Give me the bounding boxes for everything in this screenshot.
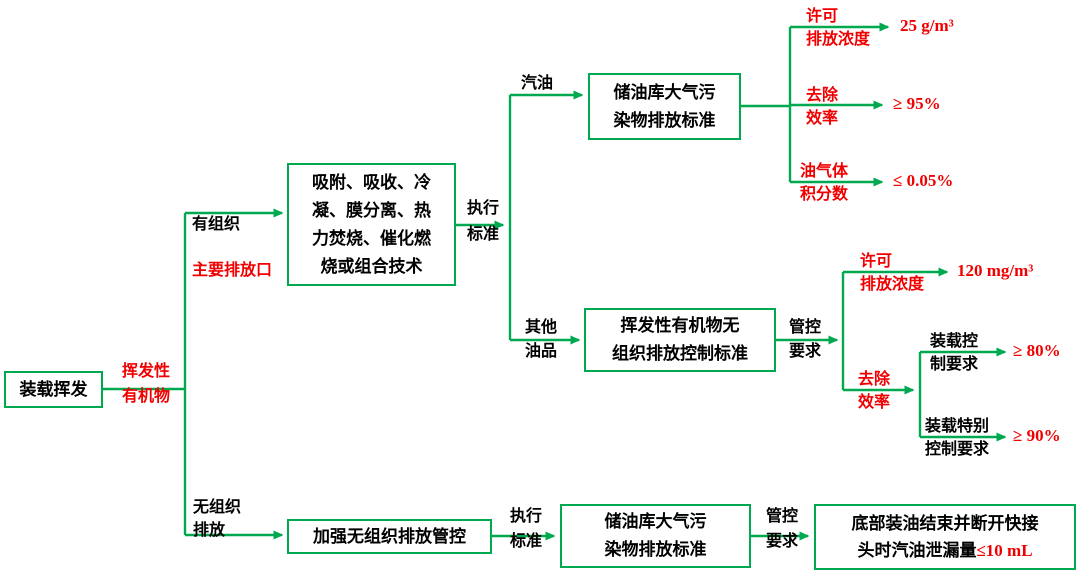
value-permit-concentration-mid: 120 mg/m³ bbox=[957, 261, 1034, 280]
bottom-loading-leak-limit: ≤10 mL bbox=[976, 541, 1033, 560]
label-main-outlet: 主要排放口 bbox=[192, 262, 273, 279]
value-permit-concentration-top: 25 g/m³ bbox=[900, 16, 954, 35]
label-oil-gas-volume-fraction: 油气体 积分数 bbox=[800, 163, 849, 203]
value-loading-special: ≥ 90% bbox=[1013, 426, 1061, 445]
node-depot-emission-standard-bottom: 储油库大气污 染物排放标准 bbox=[560, 504, 751, 568]
label-organized: 有组织 bbox=[192, 216, 241, 233]
label-permit-concentration-top: 许可 排放浓度 bbox=[806, 8, 871, 48]
bottom-loading-text: 底部装油结束并断开快接 头时汽油泄漏量≤10 mL bbox=[852, 510, 1039, 564]
label-permit-concentration-mid: 许可 排放浓度 bbox=[860, 253, 925, 293]
label-loading-control-req: 装载控 制要求 bbox=[930, 333, 979, 373]
label-other-oil: 其他 油品 bbox=[524, 319, 557, 360]
node-loading-volatilization: 装载挥发 bbox=[4, 371, 103, 408]
bottom-loading-text-line1: 底部装油结束并断开快接 bbox=[851, 514, 1039, 533]
label-control-requirements-bottom: 管控 要求 bbox=[765, 508, 798, 550]
value-removal-efficiency-top: ≥ 95% bbox=[893, 94, 941, 113]
label-fugitive-emission: 无组织 排放 bbox=[193, 499, 242, 539]
node-depot-emission-standard-top: 储油库大气污 染物排放标准 bbox=[588, 73, 741, 140]
value-oil-gas-fraction: ≤ 0.05% bbox=[893, 171, 954, 190]
label-control-requirements-mid: 管控 要求 bbox=[788, 319, 821, 360]
label-removal-efficiency-top: 去除 效率 bbox=[806, 87, 839, 127]
label-organized-group: 有组织 主要排放口 bbox=[192, 190, 272, 282]
node-strengthen-fugitive-control: 加强无组织排放管控 bbox=[287, 519, 492, 554]
label-loading-special-control-req: 装载特别 控制要求 bbox=[925, 418, 990, 458]
value-loading-control: ≥ 80% bbox=[1013, 341, 1061, 360]
label-gasoline: 汽油 bbox=[521, 75, 554, 92]
label-voc: 挥发性 有机物 bbox=[121, 363, 170, 405]
label-removal-efficiency-mid: 去除 效率 bbox=[858, 371, 891, 411]
label-exec-standard-bottom: 执行 标准 bbox=[509, 508, 542, 550]
node-voc-fugitive-standard: 挥发性有机物无 组织排放控制标准 bbox=[584, 308, 776, 372]
label-exec-standard-top: 执行 标准 bbox=[466, 200, 499, 243]
bottom-loading-text-black: 头时汽油泄漏量 bbox=[857, 541, 977, 560]
node-bottom-loading-leakage: 底部装油结束并断开快接 头时汽油泄漏量≤10 mL bbox=[814, 504, 1076, 570]
node-treatment-technologies: 吸附、吸收、冷 凝、膜分离、热 力焚烧、催化燃 烧或组合技术 bbox=[287, 163, 456, 286]
